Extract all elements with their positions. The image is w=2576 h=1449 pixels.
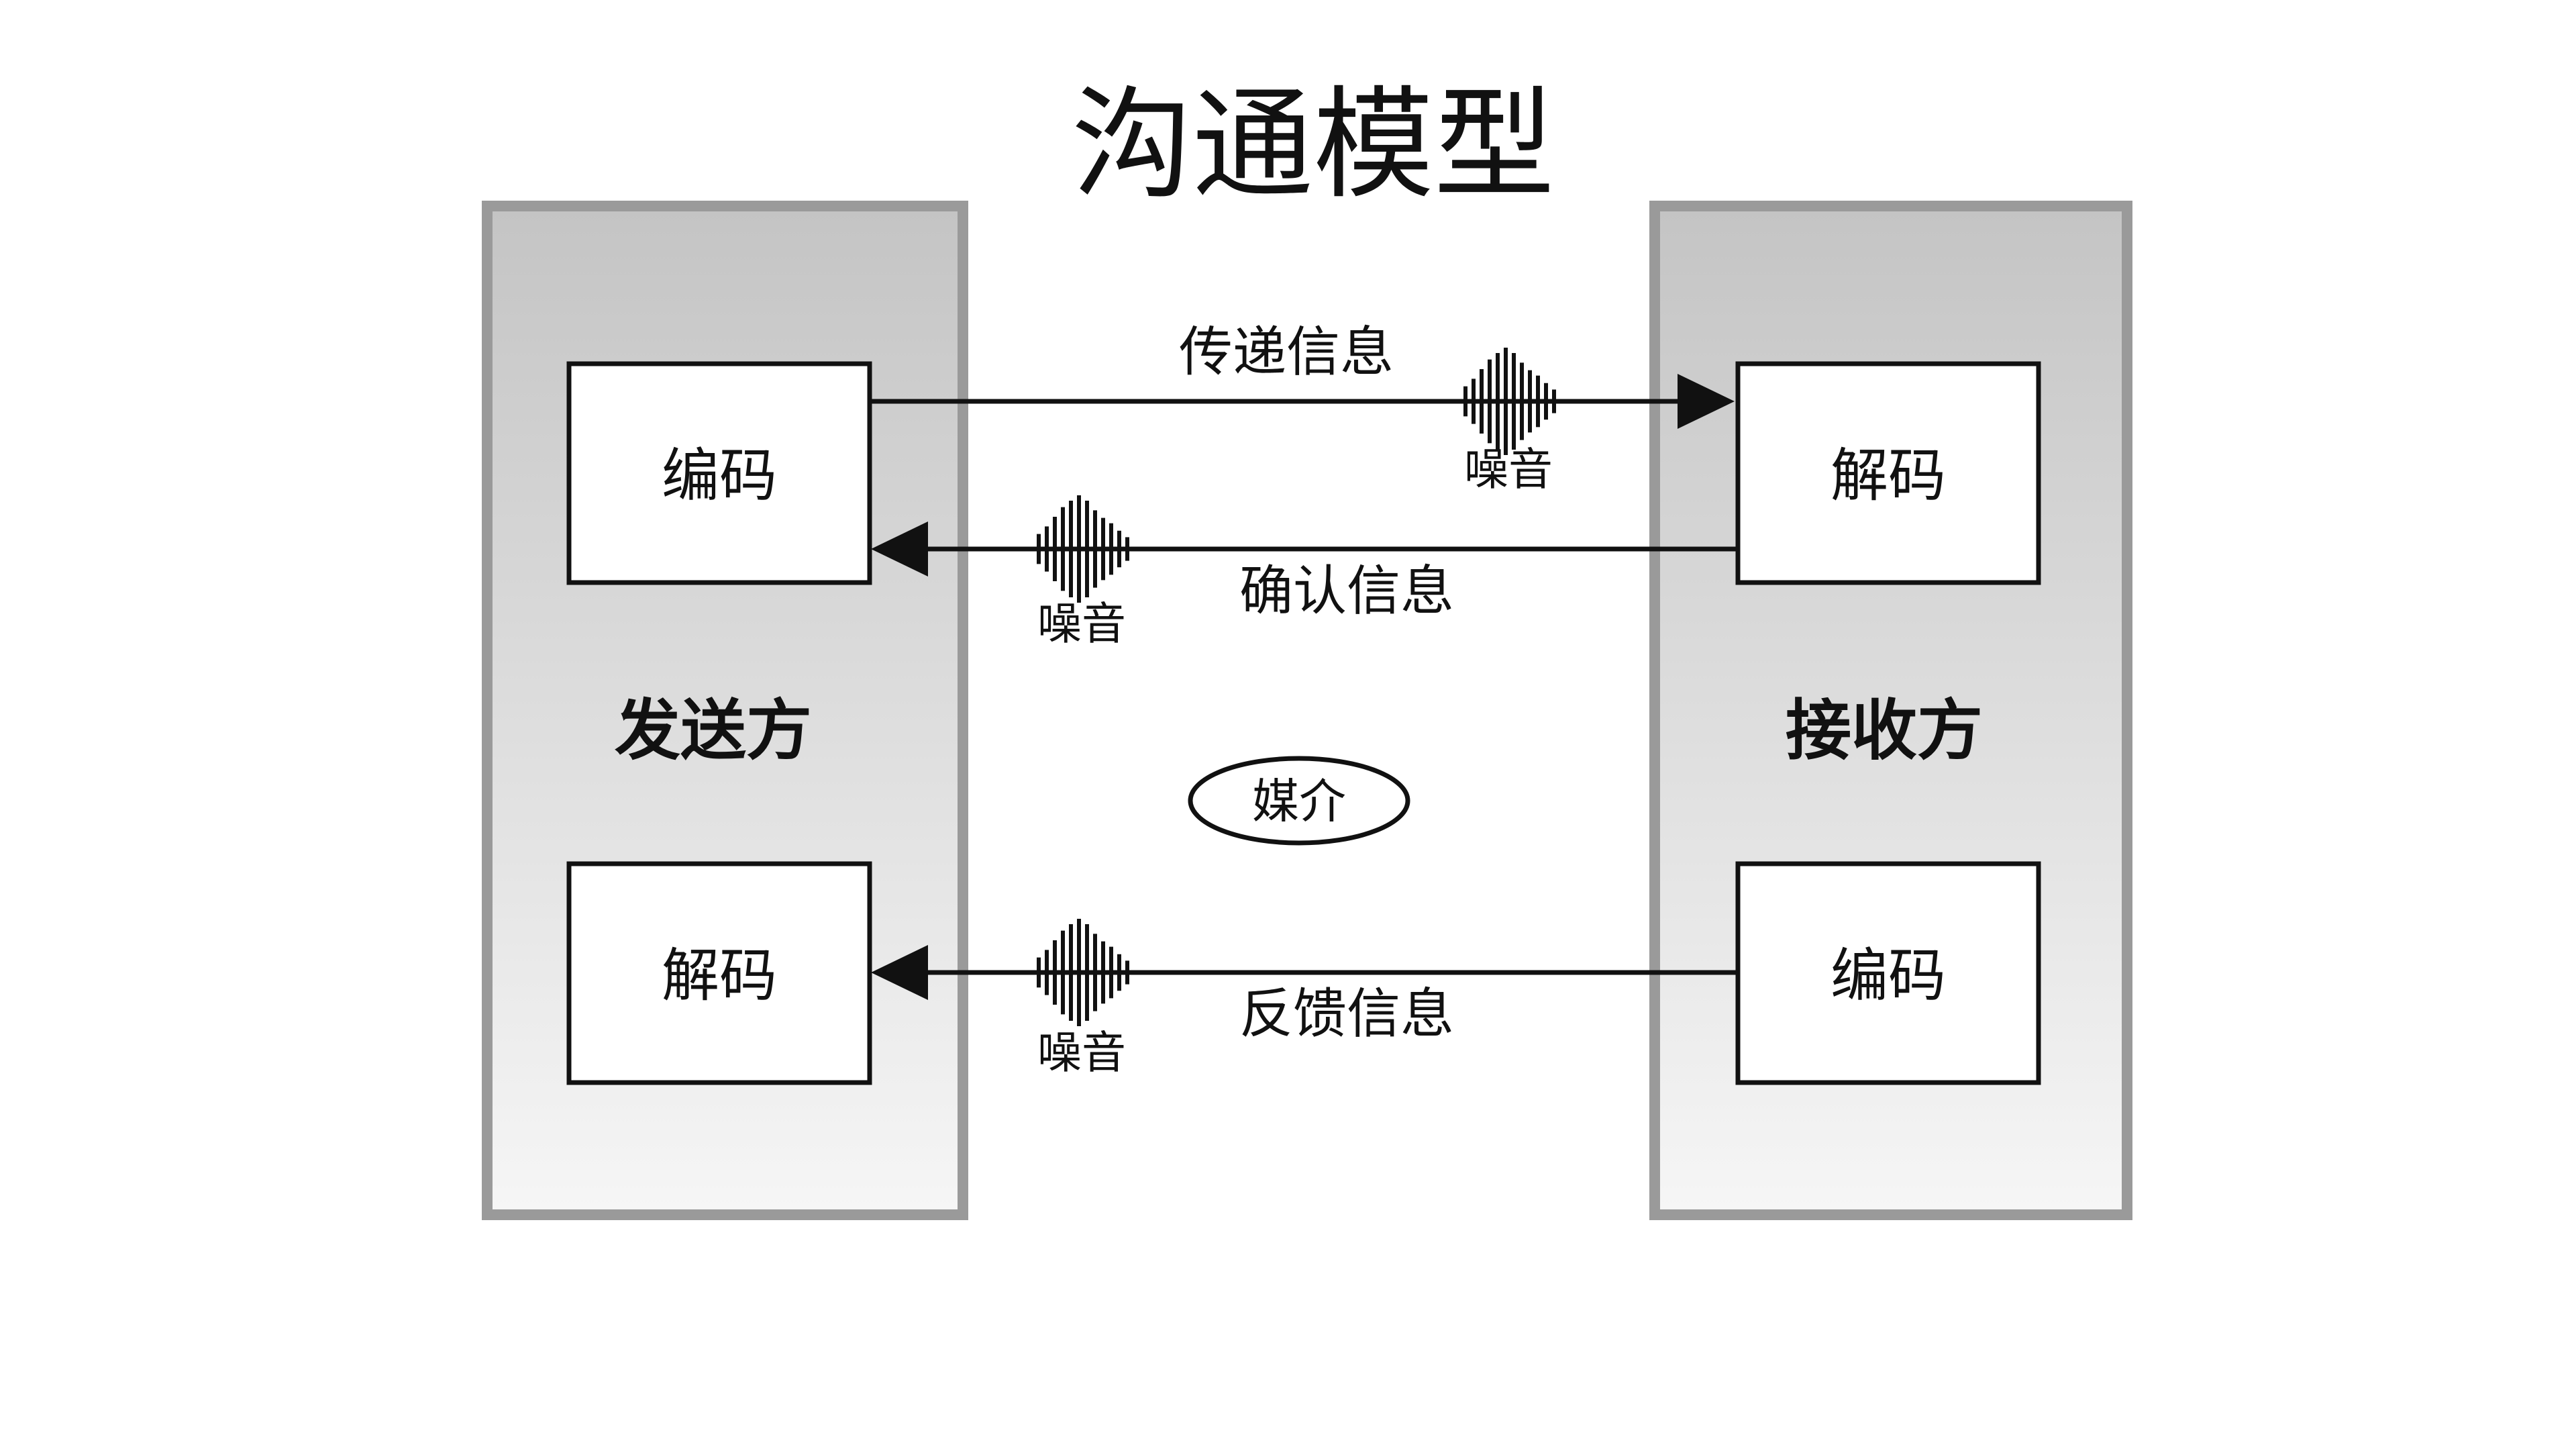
- transmit-noise-wave-icon: [1463, 348, 1556, 455]
- transmit-arrow-head: [1678, 374, 1735, 429]
- confirm-message-label: 确认信息: [1239, 560, 1454, 622]
- confirm-arrow-head: [871, 521, 928, 577]
- page-title: 沟通模型: [1072, 75, 1555, 215]
- feedback-noise-label: 噪音: [1037, 1027, 1126, 1079]
- transmit-message-label: 传递信息: [1179, 321, 1394, 383]
- sender-decode-box: [566, 861, 872, 1085]
- sender-decode-label: 解码: [662, 942, 777, 1009]
- sender-encode-box: [566, 361, 872, 585]
- receiver-label: 接收方: [1786, 693, 1983, 769]
- sender-label: 发送方: [615, 693, 812, 769]
- medium-ellipse: [1188, 756, 1410, 846]
- medium-label: 媒介: [1252, 774, 1346, 829]
- confirm-noise-wave-icon: [1037, 495, 1129, 603]
- confirm-noise-label: 噪音: [1037, 598, 1126, 650]
- receiver-decode-box: [1735, 361, 2041, 585]
- feedback-message-label: 反馈信息: [1239, 983, 1454, 1045]
- transmit-noise-label: 噪音: [1464, 444, 1553, 495]
- receiver-encode-label: 编码: [1831, 942, 1946, 1009]
- sender-encode-label: 编码: [662, 442, 777, 509]
- feedback-arrow-head: [871, 945, 928, 1000]
- receiver-decode-label: 解码: [1831, 442, 1946, 509]
- feedback-noise-wave-icon: [1037, 919, 1129, 1026]
